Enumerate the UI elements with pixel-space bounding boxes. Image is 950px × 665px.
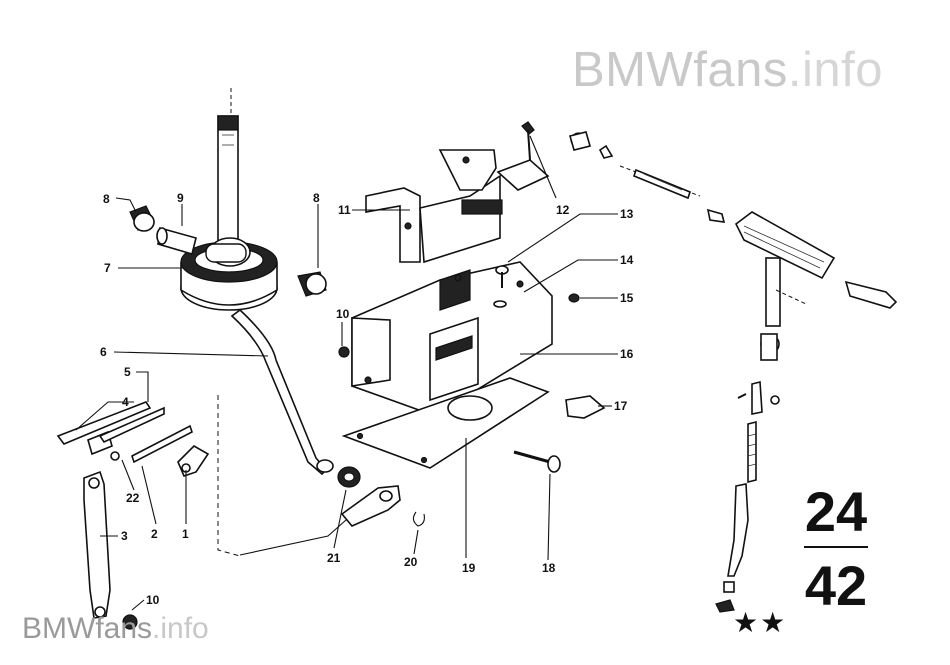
callout-2: 2 — [151, 527, 158, 541]
callouts: 8 9 7 6 5 4 22 2 1 3 10 21 11 12 13 14 1… — [100, 191, 634, 607]
group-number-main: 24 — [804, 480, 868, 543]
callout-6: 6 — [100, 345, 107, 359]
watermark-bottom-brand: BMWfans — [22, 612, 153, 645]
callout-15: 15 — [620, 291, 634, 305]
callout-14: 14 — [620, 253, 634, 267]
leader-lines — [75, 135, 618, 611]
callout-11: 11 — [338, 203, 351, 217]
callout-16: 16 — [620, 347, 634, 361]
watermark-top-domain: .info — [787, 43, 883, 97]
watermark-top-brand: BMWfans — [572, 43, 788, 97]
stars-badge: ★★ — [733, 607, 788, 638]
callout-3: 3 — [121, 529, 128, 543]
callout-17: 17 — [614, 399, 628, 413]
callout-21: 21 — [327, 551, 341, 565]
callout-1: 1 — [182, 527, 189, 541]
group-number-divider — [804, 546, 868, 548]
callout-13: 13 — [620, 207, 634, 221]
watermark-top: BMWfans.info — [572, 42, 883, 98]
bracket-assembly — [338, 121, 606, 527]
shift-lever-assembly — [56, 88, 401, 630]
callout-8-right: 8 — [313, 191, 320, 205]
watermark-bottom-domain: .info — [152, 612, 209, 645]
callout-4: 4 — [122, 395, 129, 409]
callout-8-left: 8 — [103, 192, 110, 206]
callout-18: 18 — [542, 561, 556, 575]
callout-19: 19 — [462, 561, 476, 575]
callout-10-bottom: 10 — [146, 593, 160, 607]
handle-assembly — [569, 131, 898, 613]
callout-12: 12 — [556, 203, 570, 217]
callout-7: 7 — [104, 261, 111, 275]
callout-9: 9 — [177, 191, 184, 205]
callout-20: 20 — [404, 555, 418, 569]
callout-22: 22 — [126, 491, 140, 505]
group-number-sub: 42 — [804, 554, 868, 617]
watermark-bottom: BMWfans.info — [22, 612, 209, 646]
callout-5: 5 — [124, 365, 131, 379]
callout-10-mid: 10 — [336, 307, 350, 321]
